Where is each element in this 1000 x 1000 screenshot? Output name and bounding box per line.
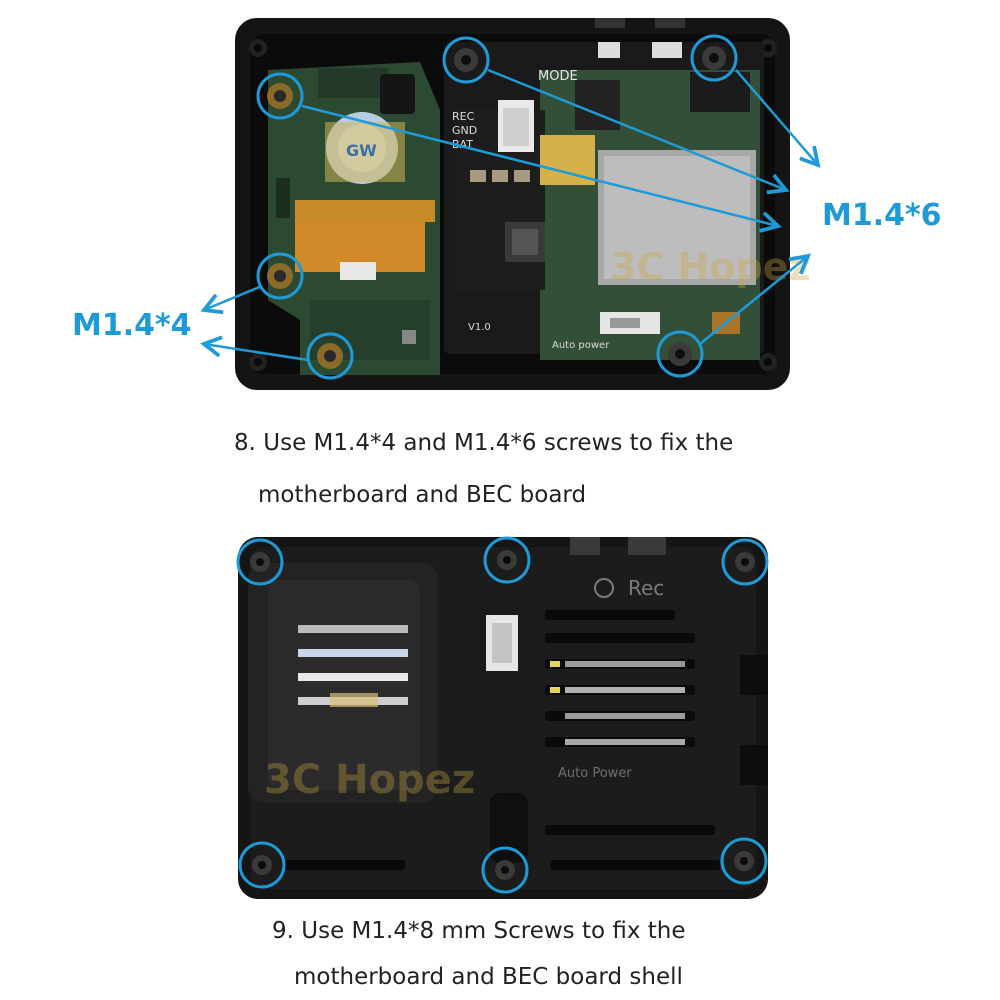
rec-label: REC <box>452 110 475 123</box>
motherboard: MODE REC GND BAT Auto power V1.0 <box>444 42 764 360</box>
screw-size-label-left: M1.4*4 <box>72 308 192 343</box>
version-label: V1.0 <box>468 322 491 333</box>
watermark-top: 3C Hopez <box>610 245 811 289</box>
vent-slots <box>285 610 720 870</box>
step9-caption-line2: motherboard and BEC board shell <box>294 964 683 990</box>
auto-power-label: Auto power <box>552 340 610 351</box>
screw <box>250 550 755 880</box>
switch-knob <box>490 793 528 863</box>
screw-highlight <box>256 34 738 380</box>
step9-photo: Rec Auto Power 3C Hopez <box>236 536 769 899</box>
bec-sticker-text: GW <box>346 141 377 160</box>
battery-cover <box>248 563 438 803</box>
watermark-bottom: 3C Hopez <box>264 757 475 803</box>
gnd-label: GND <box>452 124 477 137</box>
mode-label: MODE <box>538 69 578 84</box>
step8-caption-line1: 8. Use M1.4*4 and M1.4*6 screws to fix t… <box>234 430 734 456</box>
bec-board: GW <box>268 62 440 375</box>
callout-arrow <box>204 68 818 362</box>
step9-caption-line1: 9. Use M1.4*8 mm Screws to fix the <box>272 918 686 944</box>
shell-auto-power-label: Auto Power <box>558 766 632 781</box>
screw-highlight <box>236 536 769 894</box>
step8-caption-line2: motherboard and BEC board <box>258 482 587 508</box>
step8-photo: GW MODE REC GND BAT Auto power V1.0 <box>0 18 1000 390</box>
power-icon <box>594 578 614 598</box>
screw-size-label-right: M1.4*6 <box>822 198 942 233</box>
screw <box>267 46 726 369</box>
connector <box>478 607 526 679</box>
shell-rec-label: Rec <box>628 576 664 600</box>
